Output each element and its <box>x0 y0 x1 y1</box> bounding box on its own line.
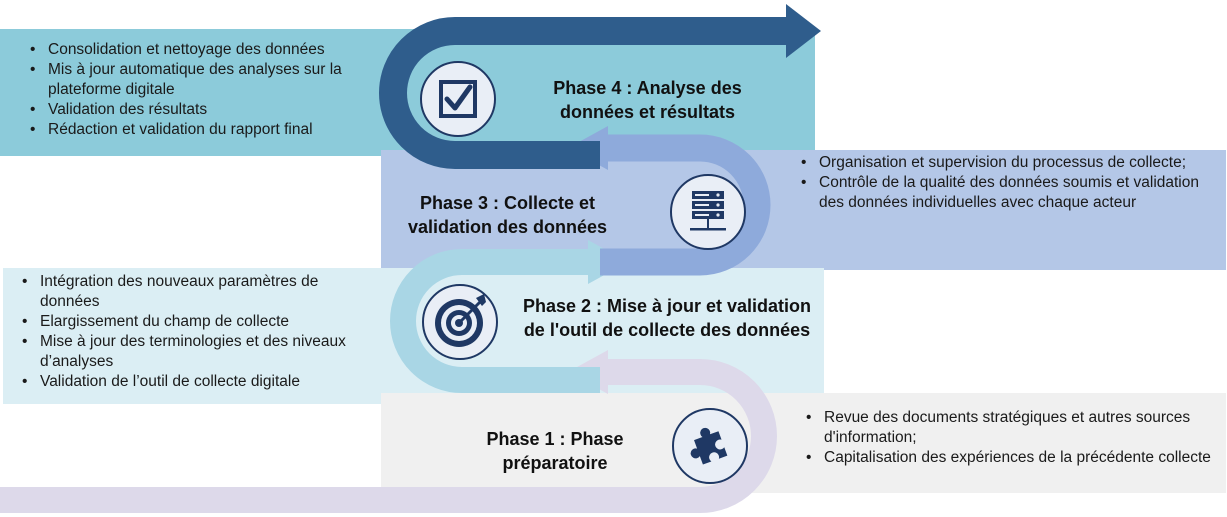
list-item: Revue des documents stratégiques et autr… <box>798 408 1218 448</box>
phase1-arrow <box>0 359 777 513</box>
list-item: Validation des résultats <box>22 100 382 120</box>
phase3-bullets: Organisation et supervision du processus… <box>793 153 1218 213</box>
phase4-arrowhead <box>786 4 821 58</box>
list-item: Rédaction et validation du rapport final <box>22 120 382 140</box>
phase4-title: Phase 4 : Analyse des données et résulta… <box>553 78 742 122</box>
checkbox-icon <box>420 61 496 137</box>
list-item: Organisation et supervision du processus… <box>793 153 1218 173</box>
target-icon <box>422 284 498 360</box>
phase4-bullets: Consolidation et nettoyage des données M… <box>22 40 382 140</box>
list-item: Intégration des nouveaux paramètres de d… <box>14 272 379 312</box>
phase2-title: Phase 2 : Mise à jour et validation de l… <box>522 296 812 340</box>
list-item: Validation de l’outil de collecte digita… <box>14 372 379 392</box>
server-icon <box>670 174 746 250</box>
list-item: Mis à jour automatique des analyses sur … <box>22 60 382 100</box>
puzzle-icon <box>672 408 748 484</box>
phase2-arrow <box>390 249 600 393</box>
phase2-bullets: Intégration des nouveaux paramètres de d… <box>14 272 379 392</box>
list-item: Capitalisation des expériences de la pré… <box>798 448 1218 468</box>
list-item: Mise à jour des terminologies et des niv… <box>14 332 379 372</box>
list-item: Elargissement du champ de collecte <box>14 312 379 332</box>
phase4-arrow <box>379 17 790 169</box>
phase1-title: Phase 1 : Phase préparatoire <box>486 429 624 473</box>
phase3-arrow <box>600 134 771 276</box>
list-item: Consolidation et nettoyage des données <box>22 40 382 60</box>
list-item: Contrôle de la qualité des données soumi… <box>793 173 1218 213</box>
phase3-title: Phase 3 : Collecte et validation des don… <box>407 193 608 237</box>
phase1-bullets: Revue des documents stratégiques et autr… <box>798 408 1218 468</box>
